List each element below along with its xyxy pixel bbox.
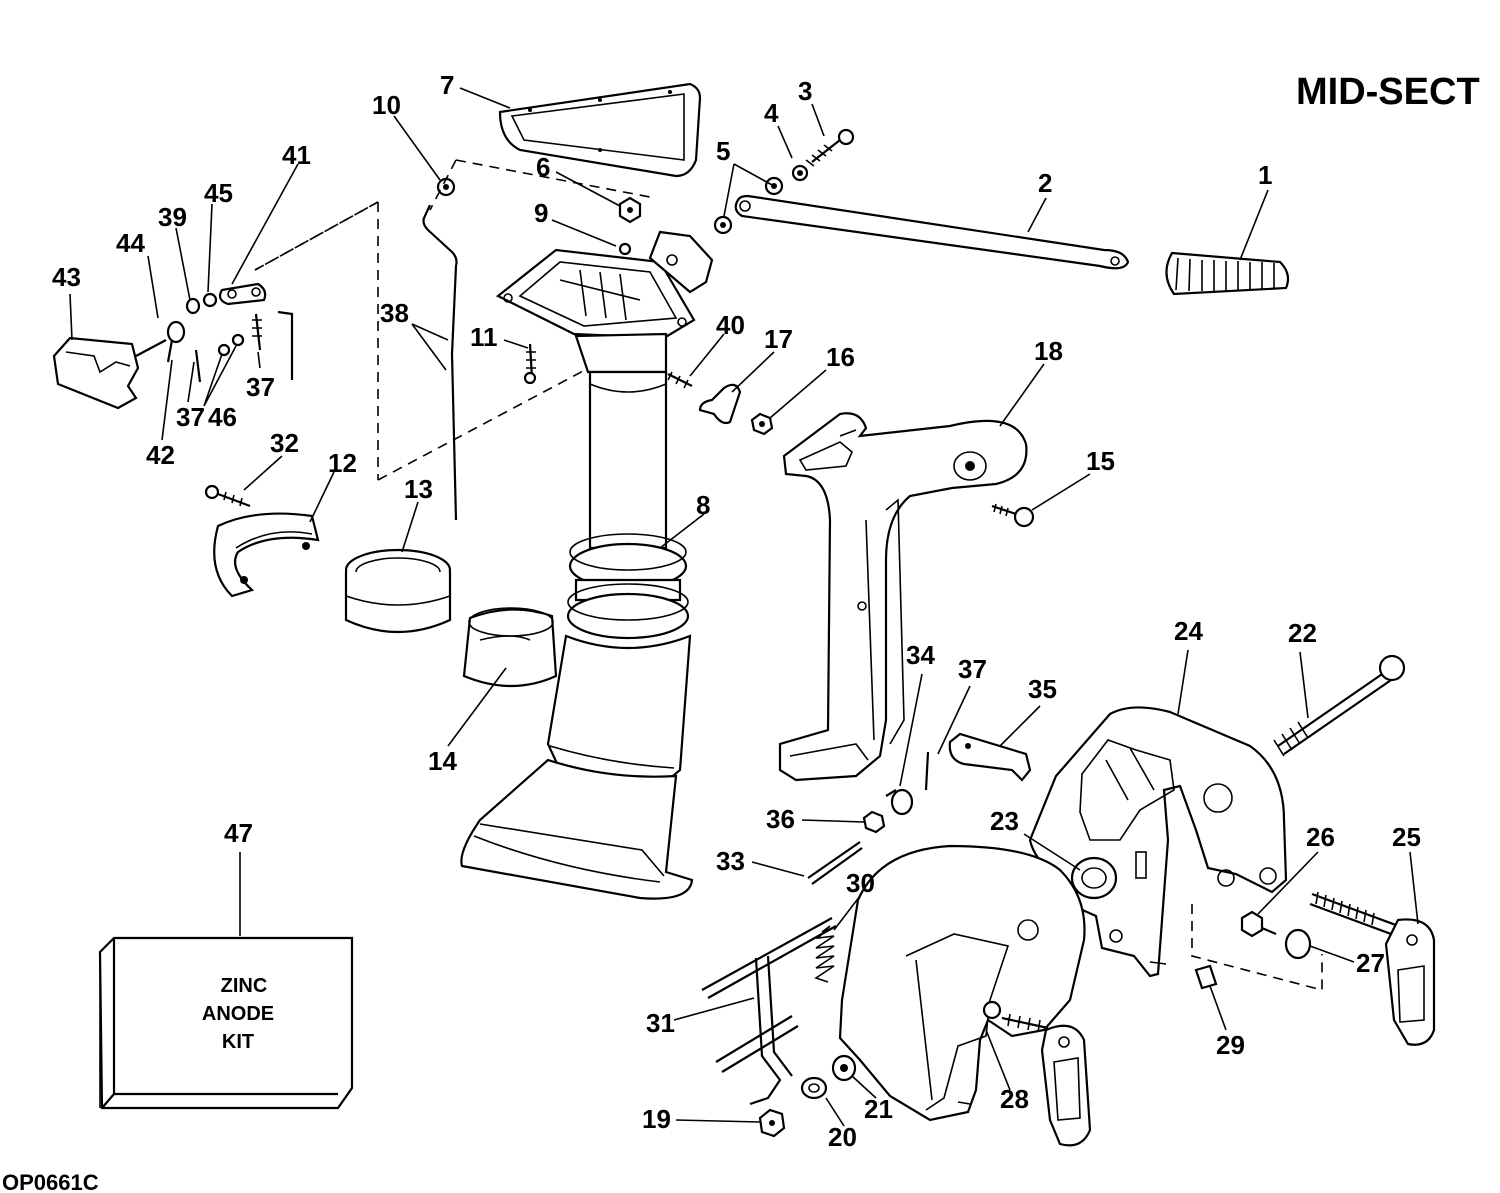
part-label-4: 4: [764, 98, 779, 128]
part-label-31: 31: [646, 1008, 675, 1038]
pin-part-33: [807, 841, 861, 879]
part-label-5: 5: [716, 136, 730, 166]
drive-shaft-housing-part-8: [460, 230, 714, 900]
clamp-part-12: [213, 512, 320, 598]
screw-part-11: [523, 343, 537, 385]
part-label-39: 39: [158, 202, 187, 232]
dashed-link: [254, 201, 379, 271]
part-label-36: 36: [766, 804, 795, 834]
part-label-3: 3: [798, 76, 812, 106]
part-label-29: 29: [1216, 1030, 1245, 1060]
part-label-20: 20: [828, 1122, 857, 1152]
part-label-11: 11: [470, 322, 498, 352]
part-label-22: 22: [1288, 618, 1317, 648]
part-label-37-right: 37: [246, 372, 275, 402]
washer-part-20: [800, 1076, 828, 1100]
part-label-32: 32: [270, 428, 299, 458]
part-label-41: 41: [282, 140, 311, 170]
pin-part-37: [924, 751, 930, 791]
part-label-40: 40: [716, 310, 745, 340]
spring-part-30: [814, 925, 835, 983]
nut-part-36: [862, 810, 886, 834]
part-label-44: 44: [116, 228, 145, 258]
rod-part-38: [422, 204, 458, 521]
swivel-bracket-part-18: [778, 412, 1028, 782]
part-label-6: 6: [536, 152, 550, 182]
part-label-30: 30: [846, 868, 875, 898]
part-label-21: 21: [864, 1094, 893, 1124]
clamp-bracket-part-28: [838, 844, 1086, 1122]
part-label-23: 23: [990, 806, 1019, 836]
part-label-12: 12: [328, 448, 357, 478]
part-label-33: 33: [716, 846, 745, 876]
part-label-37-center: 37: [958, 654, 987, 684]
part-label-35: 35: [1028, 674, 1057, 704]
nut-part-26: [1240, 910, 1264, 938]
part-label-2: 2: [1038, 168, 1052, 198]
bolt-part-15: [991, 503, 1035, 528]
part-label-8: 8: [696, 490, 710, 520]
bolt-part-22: [1273, 654, 1406, 757]
washer-part-27: [1284, 928, 1312, 960]
leader-lines: [69, 87, 1419, 1127]
part-label-15: 15: [1086, 446, 1115, 476]
part-label-1: 1: [1258, 160, 1272, 190]
part-label-42: 42: [146, 440, 175, 470]
tilt-lever-part-31: [701, 917, 837, 1106]
part-label-7: 7: [440, 70, 454, 100]
part-label-28: 28: [1000, 1084, 1029, 1114]
part-label-27: 27: [1356, 948, 1385, 978]
screw-part-32: [204, 484, 251, 508]
pin-part-29: [1194, 964, 1218, 990]
part-label-13: 13: [404, 474, 433, 504]
gasket-part-7: [498, 82, 702, 178]
kit-label-line3: KIT: [222, 1031, 254, 1053]
part-label-17: 17: [764, 324, 793, 354]
kit-label-line2: ANODE: [202, 1003, 274, 1025]
kit-label-line1: ZINC: [221, 975, 268, 997]
dashed-frame-right: [1191, 904, 1323, 992]
clip-part-17: [698, 383, 742, 425]
diagram-title: MID-SECT: [1296, 71, 1480, 113]
part-label-24: 24: [1174, 616, 1203, 646]
ring-part-13: [344, 548, 452, 634]
fitting-part-10: [436, 177, 456, 197]
part-label-45: 45: [204, 178, 233, 208]
part-label-18: 18: [1034, 336, 1063, 366]
part-number-labels: 1 2 3 4 5 6 7 8 9 10 11 12 13 14 15 16 1…: [52, 70, 1421, 1152]
part-label-47: 47: [224, 818, 253, 848]
part-label-37-left: 37: [176, 402, 205, 432]
screw-part-40: [667, 371, 693, 389]
cup-part-14: [462, 607, 558, 688]
part-label-46: 46: [208, 402, 237, 432]
figure-code: OP0661C: [2, 1170, 99, 1193]
part-label-43: 43: [52, 262, 81, 292]
part-label-10: 10: [372, 90, 401, 120]
part-label-9: 9: [534, 198, 548, 228]
part-label-19: 19: [642, 1104, 671, 1134]
thumbscrew-lower: [1001, 1013, 1092, 1147]
bushing-part-23: [1070, 856, 1118, 900]
shift-lever-parts: [52, 282, 294, 410]
part-label-34: 34: [906, 640, 935, 670]
bolt-part-3: [805, 128, 855, 167]
part-label-16: 16: [826, 342, 855, 372]
part-label-26: 26: [1306, 822, 1335, 852]
part-label-14: 14: [428, 746, 457, 776]
spring-clip-part-34: [885, 788, 914, 816]
zinc-anode-kit-box: ZINC ANODE KIT: [98, 936, 354, 1110]
part-label-25: 25: [1392, 822, 1421, 852]
tiller-arm-part: [734, 194, 1130, 270]
bracket-part-35: [948, 732, 1032, 782]
tiller-grip-part: [1165, 251, 1290, 296]
part-label-38: 38: [380, 298, 409, 328]
dashed-group-outline: [254, 159, 651, 481]
washer-part-9: [618, 242, 632, 256]
